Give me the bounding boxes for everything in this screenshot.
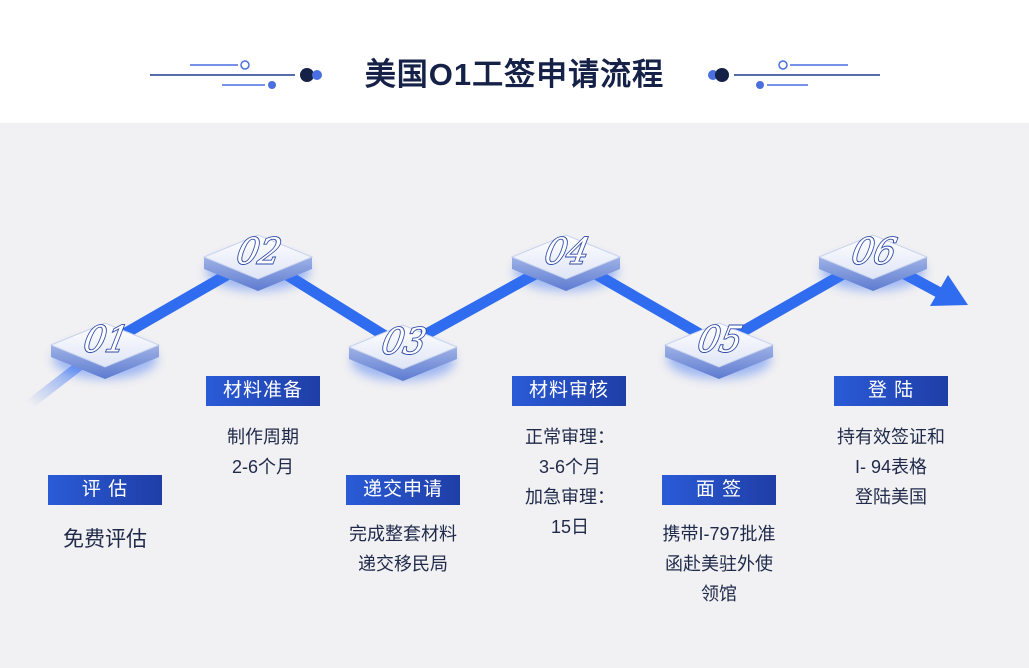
description-line: 持有效签证和 bbox=[837, 427, 945, 447]
description-line: 加急审理： bbox=[525, 487, 615, 507]
step-label-4: 材料审核 bbox=[512, 376, 626, 406]
step-number-5: 05 bbox=[694, 319, 746, 361]
description-line: I- 94表格 bbox=[854, 457, 928, 477]
step-platform-4: 04 bbox=[510, 230, 622, 291]
step-description-2: 制作周期 2-6个月 bbox=[173, 422, 353, 482]
step-description-1: 免费评估 bbox=[15, 525, 195, 555]
step-label-1: 评 估 bbox=[48, 475, 162, 505]
step-platform-5: 05 bbox=[663, 318, 775, 379]
step-platform-1: 01 bbox=[49, 318, 161, 379]
description-line: 免费评估 bbox=[63, 528, 147, 551]
description-line: 15日 bbox=[550, 517, 590, 537]
description-line: 携带I-797批准 bbox=[662, 524, 776, 544]
step-number-2: 02 bbox=[233, 231, 285, 273]
description-line: 函赴美驻外使 bbox=[665, 554, 773, 574]
step-description-3: 完成整套材料递交移民局 bbox=[313, 519, 493, 579]
right-line-decoration bbox=[708, 60, 880, 89]
step-label-6: 登 陆 bbox=[834, 376, 948, 406]
step-number-3: 03 bbox=[378, 321, 430, 363]
page-title: 美国O1工签申请流程 bbox=[364, 57, 665, 92]
step-platform-2: 02 bbox=[202, 230, 314, 291]
description-line: 完成整套材料 bbox=[349, 524, 457, 544]
description-line: 登陆美国 bbox=[855, 487, 927, 507]
header: 美国O1工签申请流程 bbox=[0, 0, 1029, 123]
step-number-4: 04 bbox=[541, 231, 593, 273]
description-line: 正常审理： bbox=[525, 427, 615, 447]
description-line: 2-6个月 bbox=[231, 457, 294, 477]
end-arrow-head bbox=[930, 275, 968, 306]
left-line-decoration bbox=[150, 60, 322, 89]
description-line: 制作周期 bbox=[227, 427, 299, 447]
step-label-2: 材料准备 bbox=[206, 376, 320, 406]
step-description-6: 持有效签证和 I- 94表格登陆美国 bbox=[801, 422, 981, 512]
description-line: 3-6个月 bbox=[538, 457, 601, 477]
step-number-6: 06 bbox=[848, 231, 900, 273]
description-line: 领馆 bbox=[701, 584, 737, 604]
step-description-5: 携带I-797批准函赴美驻外使领馆 bbox=[629, 519, 809, 609]
step-platform-6: 06 bbox=[817, 230, 929, 291]
step-description-4: 正常审理： 3-6个月加急审理： 15日 bbox=[480, 422, 660, 542]
step-number-1: 01 bbox=[80, 319, 132, 361]
step-label-5: 面 签 bbox=[662, 475, 776, 505]
step-label-3: 递交申请 bbox=[346, 475, 460, 505]
step-platform-3: 03 bbox=[347, 320, 459, 381]
description-line: 递交移民局 bbox=[358, 554, 448, 574]
